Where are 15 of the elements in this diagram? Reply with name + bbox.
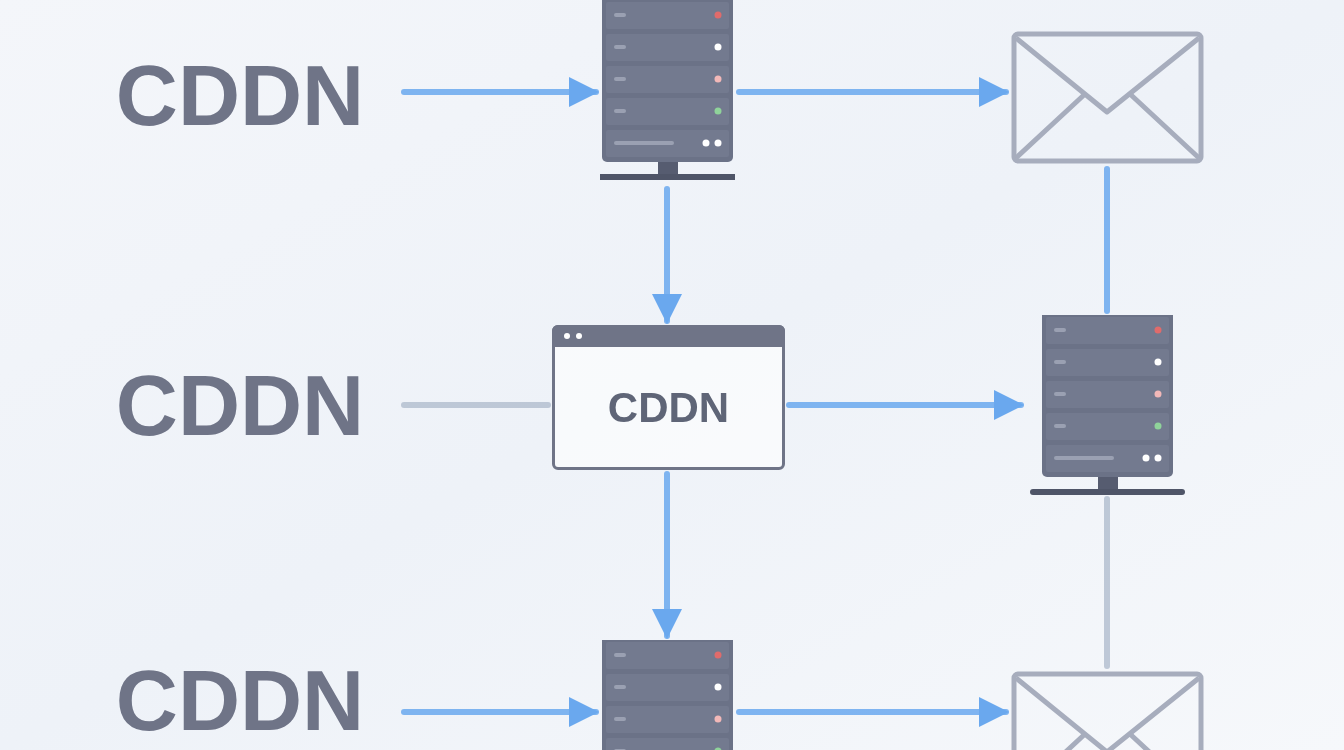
arrow <box>401 697 599 727</box>
connector-line <box>1104 496 1110 669</box>
connector-line <box>1104 166 1110 314</box>
arrow <box>736 697 1009 727</box>
arrow <box>652 186 682 324</box>
connector-line <box>401 402 551 408</box>
heading-text: CDDN <box>115 362 365 448</box>
heading-text: CDDN <box>115 52 365 138</box>
arrow <box>786 390 1024 420</box>
browser-window <box>552 325 785 470</box>
arrow <box>401 77 599 107</box>
window-text: CDDN <box>607 383 730 433</box>
arrow <box>736 77 1009 107</box>
heading-text: CDDN <box>115 657 365 743</box>
arrow <box>652 471 682 639</box>
